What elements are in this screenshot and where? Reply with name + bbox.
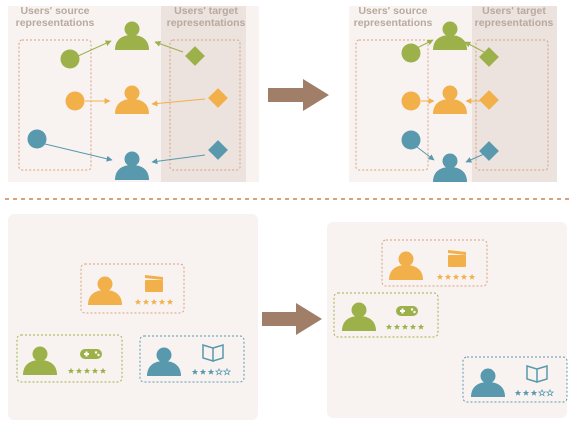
game-user-card xyxy=(16,334,123,383)
target-region xyxy=(161,6,246,182)
source-circle-teal xyxy=(27,129,47,149)
arrow-source-to-user xyxy=(416,39,434,49)
card-border xyxy=(333,292,439,338)
bottom-right-panel xyxy=(327,222,568,418)
source-circle-green xyxy=(401,43,421,63)
bottom-left-panel xyxy=(8,214,258,420)
arrow-target-to-user xyxy=(464,41,485,53)
target-label-line1: Users' target xyxy=(174,5,238,17)
source-circle-green xyxy=(60,49,80,69)
film-clapper-icon xyxy=(448,250,466,267)
source-label-line1: Users' source xyxy=(358,5,427,17)
target-diamond-teal xyxy=(208,140,228,160)
arrow-target-to-user xyxy=(151,154,206,165)
book-icon xyxy=(526,364,548,384)
arrow-source-to-user xyxy=(77,40,112,57)
target-label-line2: representations xyxy=(167,17,246,29)
gamepad-icon xyxy=(396,306,418,316)
game-user-card xyxy=(333,292,439,338)
target-label-line2: representations xyxy=(475,17,554,29)
arrow-source-to-user xyxy=(416,146,435,161)
top-right-panel: Users' source representations Users' tar… xyxy=(349,5,557,182)
arrow-target-to-user xyxy=(465,153,485,163)
panel-background xyxy=(8,214,258,420)
arrow-target-to-user xyxy=(151,98,206,107)
source-circle-orange xyxy=(401,91,421,111)
target-diamond-teal xyxy=(479,141,499,161)
source-circle-orange xyxy=(65,91,85,111)
target-diamond-orange xyxy=(208,88,228,108)
source-label-line1: Users' source xyxy=(20,5,89,17)
book-icon xyxy=(202,343,224,363)
source-label-line2: representations xyxy=(354,17,433,29)
arrow-source-to-user xyxy=(44,143,113,162)
source-dashed-box xyxy=(355,39,429,171)
target-dashed-box xyxy=(475,39,549,171)
card-border xyxy=(139,335,245,383)
arrow-right-icon xyxy=(268,79,329,111)
target-label-line1: Users' target xyxy=(482,5,546,17)
card-border xyxy=(381,239,488,287)
card-border xyxy=(462,356,568,403)
target-diamond-green xyxy=(479,47,499,67)
book-user-card xyxy=(139,335,245,383)
film-clapper-icon xyxy=(145,275,163,292)
book-user-card xyxy=(462,356,568,403)
card-border xyxy=(80,263,185,314)
source-circle-teal xyxy=(401,130,421,150)
arrow-right-icon xyxy=(262,303,322,335)
arrow-target-to-user xyxy=(154,40,184,53)
gamepad-icon xyxy=(80,349,102,359)
top-left-panel: Users' source representations Users' tar… xyxy=(8,5,259,182)
source-dashed-box xyxy=(18,39,92,171)
target-dashed-box xyxy=(169,39,241,171)
source-label-line2: representations xyxy=(16,17,95,29)
panel-background xyxy=(327,222,567,418)
target-diamond-orange xyxy=(479,90,499,110)
card-border xyxy=(16,334,123,383)
movie-user-card xyxy=(381,239,488,287)
movie-user-card xyxy=(80,263,185,314)
